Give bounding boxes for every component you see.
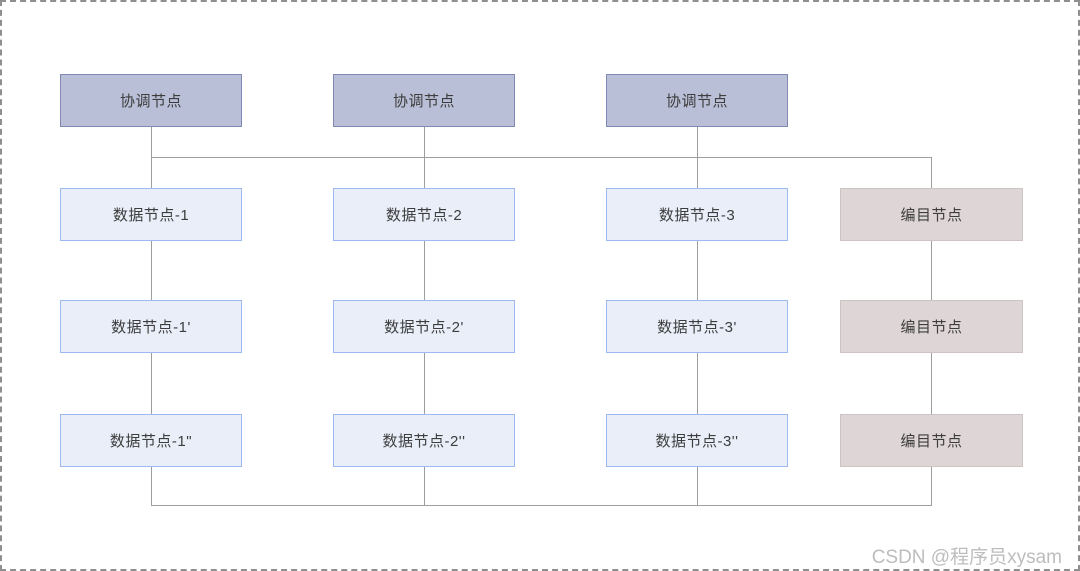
connector-line	[151, 127, 152, 188]
data-node-3-double-prime: 数据节点-3''	[606, 414, 788, 467]
data-node-1-double-prime: 数据节点-1"	[60, 414, 242, 467]
connector-line	[697, 353, 698, 414]
catalog-node-1: 编目节点	[840, 188, 1023, 241]
data-node-1: 数据节点-1	[60, 188, 242, 241]
connector-line	[931, 157, 932, 188]
connector-line	[151, 241, 152, 300]
coordinator-node-2: 协调节点	[333, 74, 515, 127]
data-node-2-double-prime: 数据节点-2''	[333, 414, 515, 467]
data-node-2: 数据节点-2	[333, 188, 515, 241]
connector-line	[424, 353, 425, 414]
connector-line	[151, 467, 152, 505]
catalog-node-2: 编目节点	[840, 300, 1023, 353]
data-node-3: 数据节点-3	[606, 188, 788, 241]
connector-line	[424, 241, 425, 300]
connector-line	[424, 127, 425, 188]
coordinator-node-1: 协调节点	[60, 74, 242, 127]
coordinator-node-3: 协调节点	[606, 74, 788, 127]
data-node-1-prime: 数据节点-1'	[60, 300, 242, 353]
connector-line	[697, 467, 698, 505]
top-bus-line	[151, 157, 932, 158]
connector-line	[697, 127, 698, 188]
connector-line	[931, 467, 932, 505]
catalog-node-3: 编目节点	[840, 414, 1023, 467]
data-node-2-prime: 数据节点-2'	[333, 300, 515, 353]
data-node-3-prime: 数据节点-3'	[606, 300, 788, 353]
watermark-text: CSDN @程序员xysam	[871, 547, 1062, 568]
connector-line	[931, 241, 932, 300]
connector-line	[424, 467, 425, 505]
connector-line	[697, 241, 698, 300]
bottom-bus-line	[151, 505, 932, 506]
connector-line	[931, 353, 932, 414]
connector-line	[151, 353, 152, 414]
